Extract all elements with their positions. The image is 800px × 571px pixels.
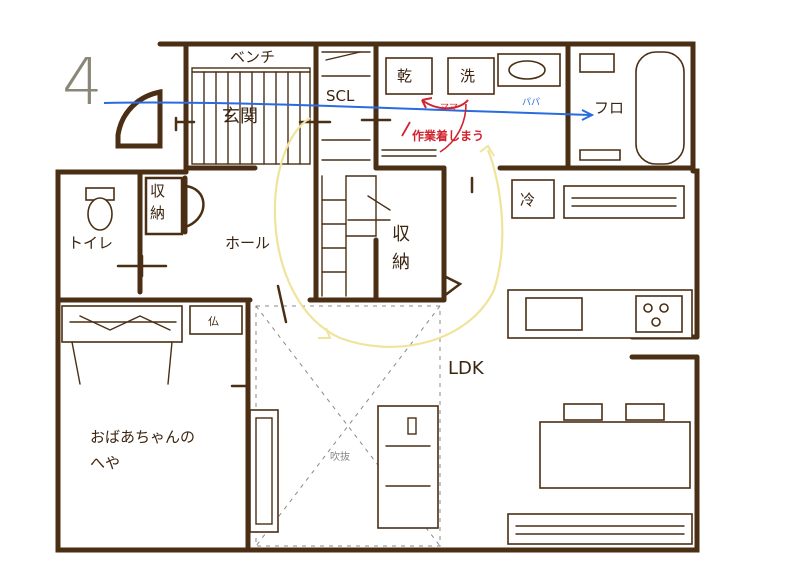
storage-1-door (183, 184, 205, 228)
scl-shelves (321, 51, 371, 161)
work-clothes-note: 作業着しまう (412, 128, 484, 143)
ldk-label: LDK (448, 358, 485, 379)
storage-1-box (144, 176, 184, 236)
storage-2-label-b: 納 (392, 252, 410, 273)
altar-label: 仏 (208, 315, 219, 328)
circulation-loop (273, 117, 504, 348)
genkan-label: 玄関 (222, 106, 258, 127)
entry-porch (115, 88, 163, 149)
storage-1-label-b: 納 (150, 204, 165, 222)
mama-route (401, 97, 469, 153)
storage-2-door (442, 274, 463, 298)
outer-walls (55, 41, 700, 553)
grandma-closet (61, 305, 243, 385)
toilet-label: トイレ (68, 234, 113, 252)
sheet-number: 4 (62, 46, 103, 120)
tv-board (507, 513, 693, 545)
fridge-label: 冷 (520, 191, 535, 209)
sofa-left (249, 409, 279, 533)
bath-label: フロ (594, 99, 624, 117)
washing-label: 洗 (460, 67, 475, 85)
grandma-room-label-b: へや (90, 454, 120, 472)
kitchen-upper (511, 179, 685, 219)
papa-label: パパ (522, 97, 540, 108)
toilet-fixture (85, 187, 115, 231)
fukinuke-label: 吹抜 (330, 450, 350, 463)
bench-label: ベンチ (230, 48, 275, 66)
sofa-center (377, 405, 439, 529)
mama-label: ママ (440, 103, 458, 113)
grandma-room-label-a: おばあちゃんの (90, 428, 195, 446)
hall-label: ホール (225, 234, 270, 252)
scl-label: SCL (326, 87, 355, 105)
staircase (321, 175, 391, 297)
papa-route (103, 101, 595, 121)
door-markers (116, 116, 474, 388)
utility-fixtures (381, 53, 561, 157)
genkan-floor-hatch (191, 67, 311, 165)
storage-2-label-a: 収 (392, 224, 410, 245)
kitchen-counter (507, 289, 693, 339)
drying-label: 乾 (397, 67, 412, 85)
bath-fixtures (579, 51, 685, 165)
storage-1-label-a: 収 (150, 182, 165, 200)
dining-set (539, 403, 691, 489)
